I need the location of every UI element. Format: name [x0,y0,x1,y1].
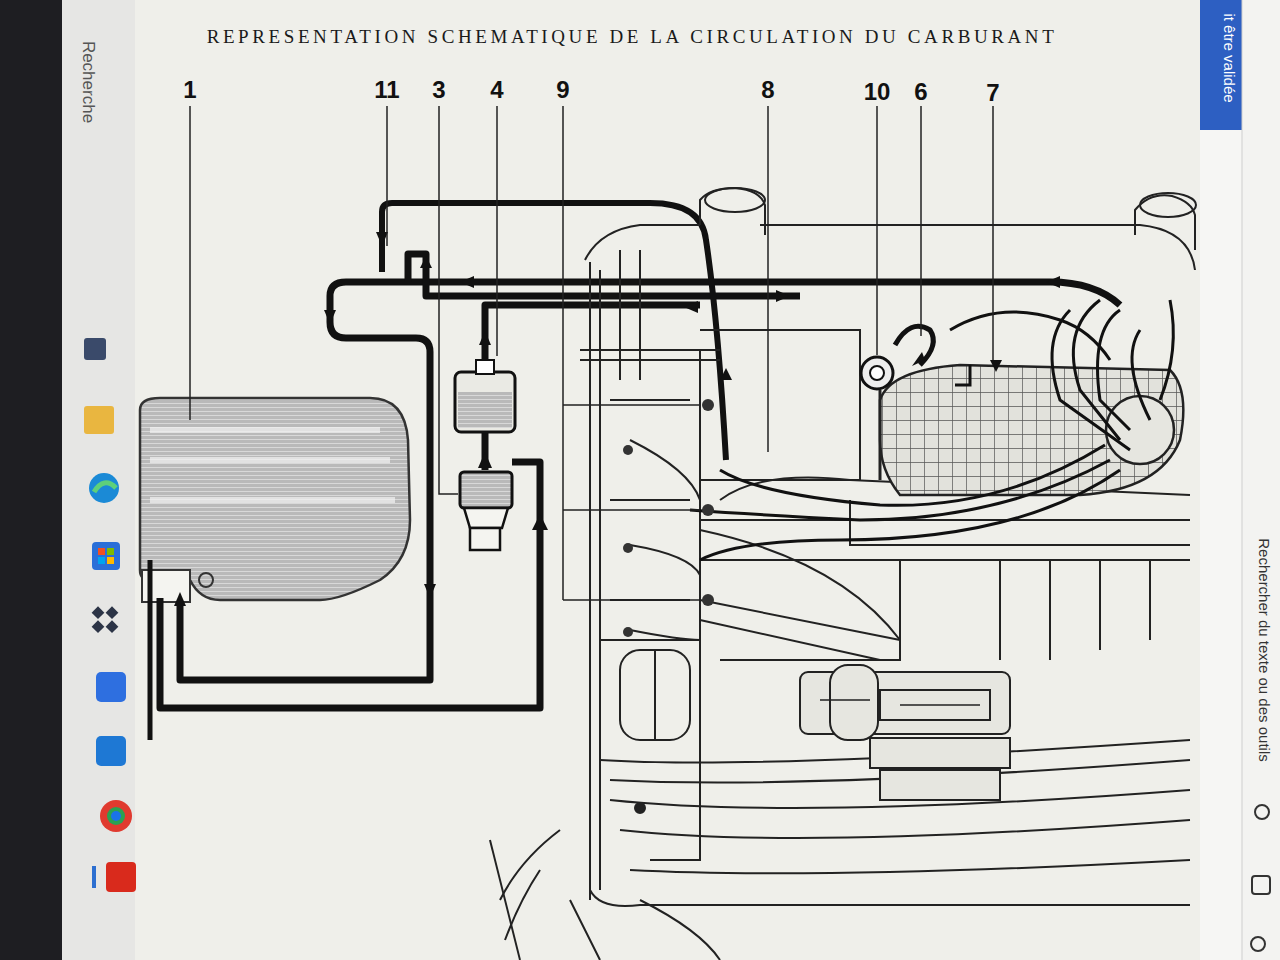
callout-number: 1 [183,77,196,103]
diagram-title: REPRESENTATION SCHEMATIQUE DE LA CIRCULA… [207,27,1058,48]
callout-number: 3 [432,77,445,103]
sidebar-search: Recherche [79,41,98,123]
header-notice: it être validée [1221,13,1238,102]
callout-number: 10 [864,79,891,105]
search-tools-hint: Rechercher du texte ou des outils [1256,538,1273,761]
callout-number: 8 [761,77,774,103]
callout-number: 6 [914,79,927,105]
callout-number: 9 [556,77,569,103]
callout-number: 7 [986,80,999,106]
callout-number: 4 [490,77,503,103]
callout-number: 11 [374,77,399,103]
